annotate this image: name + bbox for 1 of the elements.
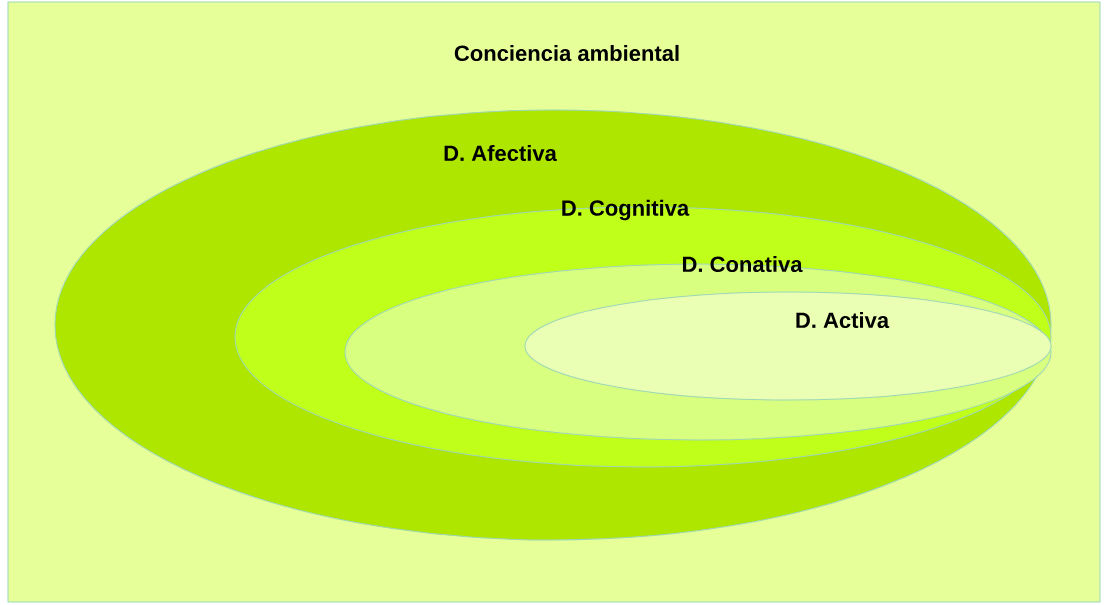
ellipse-region: D. Activa (524, 291, 1052, 401)
